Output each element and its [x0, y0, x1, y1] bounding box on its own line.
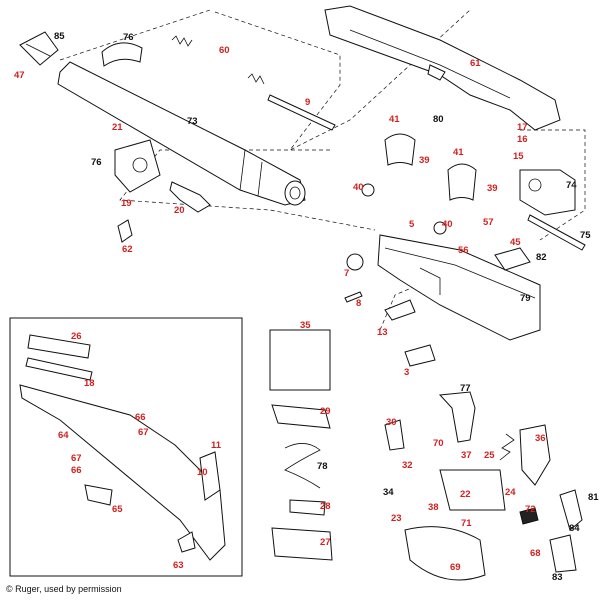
label-9: 9 — [305, 97, 310, 108]
label-71: 71 — [461, 518, 472, 529]
label-62: 62 — [122, 244, 133, 255]
label-65: 65 — [112, 504, 123, 515]
label-28: 28 — [320, 501, 331, 512]
label-29: 29 — [320, 406, 331, 417]
receiver-part — [377, 234, 541, 341]
bolt-part — [519, 169, 576, 216]
label-67: 67 — [138, 427, 149, 438]
spring-part — [171, 35, 265, 85]
label-34: 34 — [383, 487, 394, 498]
label-13: 13 — [377, 327, 388, 338]
label-35: 35 — [300, 320, 311, 331]
scope-rings-part — [361, 133, 477, 235]
label-22: 22 — [460, 489, 471, 500]
stock-panel-frame — [9, 317, 243, 577]
magazine-parts — [269, 329, 333, 561]
label-41b: 41 — [453, 147, 464, 158]
label-7: 7 — [344, 268, 349, 279]
label-61: 61 — [470, 58, 481, 69]
label-68: 68 — [530, 548, 541, 559]
label-26: 26 — [71, 331, 82, 342]
label-37: 37 — [461, 450, 472, 461]
label-25: 25 — [484, 450, 495, 461]
label-60: 60 — [219, 45, 230, 56]
label-77: 77 — [460, 383, 471, 394]
label-76: 76 — [123, 32, 134, 43]
label-80: 80 — [433, 114, 444, 125]
label-47: 47 — [14, 70, 25, 81]
label-5: 5 — [409, 219, 415, 230]
label-21: 21 — [112, 122, 123, 133]
recoil-spring-guide-part — [527, 214, 586, 251]
label-10: 10 — [197, 467, 208, 478]
label-18: 18 — [84, 378, 95, 389]
label-70: 70 — [433, 438, 444, 449]
label-40: 40 — [353, 182, 364, 193]
label-66: 66 — [135, 412, 146, 423]
label-19: 19 — [121, 198, 132, 209]
barrel-part — [57, 61, 306, 206]
label-84: 84 — [569, 523, 580, 534]
label-85: 85 — [54, 31, 65, 42]
label-27: 27 — [320, 537, 331, 548]
trigger-group-parts — [384, 391, 583, 581]
label-39: 39 — [419, 155, 430, 166]
label-64: 64 — [58, 430, 69, 441]
label-8: 8 — [356, 298, 361, 309]
part-labels: 85 47 76 60 61 9 73 21 41 80 17 16 15 74… — [14, 31, 599, 583]
label-45: 45 — [510, 237, 521, 248]
label-36: 36 — [535, 433, 546, 444]
label-76b: 76 — [91, 157, 102, 168]
label-56: 56 — [458, 245, 469, 256]
small-parts — [117, 219, 436, 367]
operating-rod-guide-part — [267, 94, 336, 131]
label-16: 16 — [517, 134, 528, 145]
label-73: 73 — [187, 116, 198, 127]
label-79: 79 — [520, 293, 531, 304]
label-63: 63 — [173, 560, 184, 571]
label-32: 32 — [402, 460, 413, 471]
label-82: 82 — [536, 252, 547, 263]
stock-parts — [19, 334, 226, 561]
label-83: 83 — [552, 572, 563, 583]
barrel-band-top-part — [101, 42, 143, 67]
label-11: 11 — [211, 440, 222, 451]
label-66b: 66 — [71, 465, 82, 476]
label-67b: 67 — [71, 453, 82, 464]
gas-piston-part — [169, 181, 211, 213]
gas-block-part — [114, 139, 161, 193]
label-74: 74 — [566, 180, 577, 191]
label-72: 72 — [525, 504, 536, 515]
label-39b: 39 — [487, 183, 498, 194]
label-41: 41 — [389, 114, 400, 125]
label-24: 24 — [505, 487, 516, 498]
label-30: 30 — [386, 417, 397, 428]
label-40b: 40 — [442, 219, 453, 230]
label-3: 3 — [404, 367, 409, 378]
label-20: 20 — [174, 205, 185, 216]
copyright-credit: © Ruger, used by permission — [6, 584, 122, 594]
label-38: 38 — [428, 502, 439, 513]
label-17: 17 — [517, 122, 528, 133]
label-69: 69 — [450, 562, 461, 573]
front-sight-part — [19, 31, 59, 66]
label-15: 15 — [513, 151, 524, 162]
label-75: 75 — [580, 230, 591, 241]
label-57: 57 — [483, 217, 494, 228]
rear-sight-part — [494, 247, 531, 271]
label-23: 23 — [391, 513, 402, 524]
label-81: 81 — [588, 492, 599, 503]
label-78: 78 — [317, 461, 328, 472]
slide-assembly-part — [324, 5, 561, 131]
